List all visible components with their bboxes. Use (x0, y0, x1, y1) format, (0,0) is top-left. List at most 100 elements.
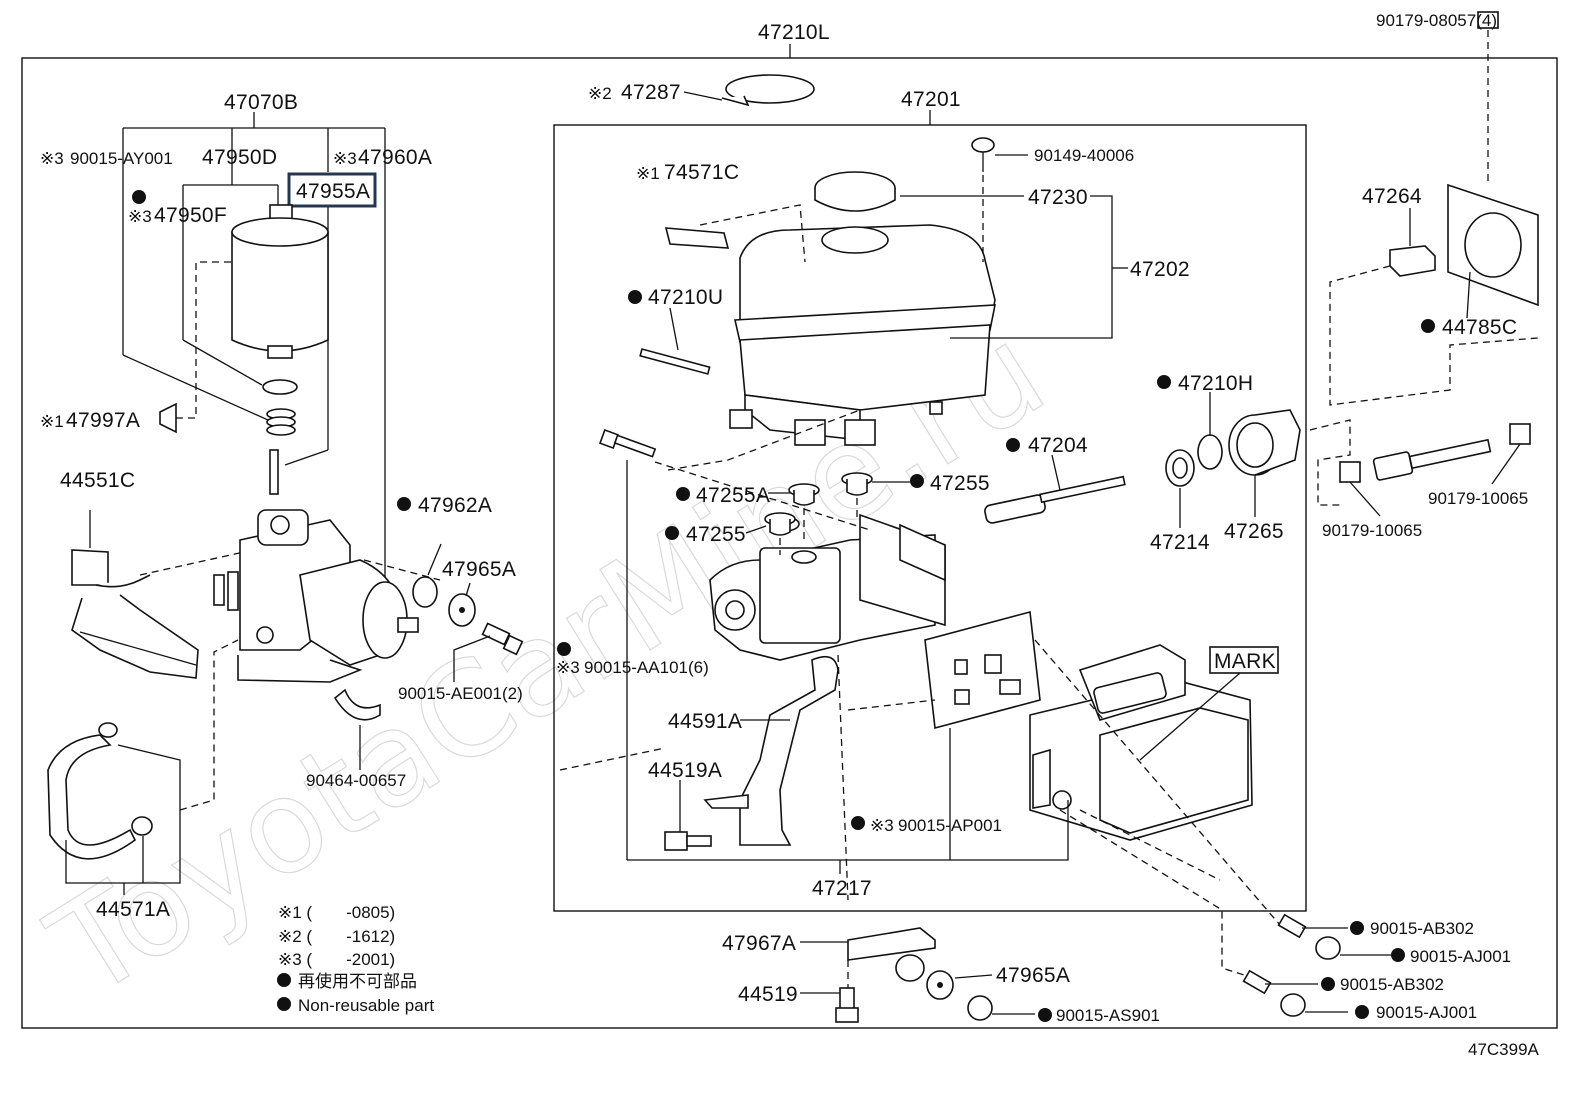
screw-90149 (971, 137, 995, 172)
label-47264: 47264 (1362, 185, 1422, 208)
gasket-plate (924, 610, 1041, 730)
legend-en-nonreusable: Non-reusable part (298, 996, 434, 1015)
label-47214: 47214 (1150, 531, 1210, 554)
mark-47950f: ※3 (128, 207, 152, 226)
label-47201: 47201 (901, 88, 961, 111)
pump-motor-assembly (213, 509, 419, 683)
mark-90015-aa101: ※3 (556, 658, 580, 677)
label-47210u: 47210U (648, 286, 723, 309)
label-47967a: 47967A (722, 932, 796, 955)
label-90015-ae001: 90015-AE001(2) (398, 684, 523, 703)
actuator-ecu (1029, 644, 1253, 841)
grommet-47255-b (764, 512, 796, 536)
filter-47965a (448, 593, 476, 627)
label-47960a: 47960A (358, 146, 432, 169)
label-47230: 47230 (1028, 186, 1088, 209)
label-90015-ay001: 90015-AY001 (70, 149, 173, 168)
bolts-90015-ab302 (1242, 913, 1307, 995)
gasket-44785c (1447, 183, 1539, 307)
filter-cartridge (231, 204, 329, 359)
legend-note-3: ※3 ( -2001) (278, 950, 395, 969)
seal-47962a (412, 576, 438, 608)
cap-47230 (814, 171, 896, 212)
label-47950f: 47950F (154, 204, 227, 227)
label-74571c: 74571C (664, 161, 739, 184)
mark-47960a: ※3 (333, 149, 357, 168)
boot-47265 (1228, 409, 1301, 476)
bolt-90015-aa101 (599, 429, 657, 458)
label-47955a: 47955A (296, 180, 370, 203)
label-90015-aj001-a: 90015-AJ001 (1410, 947, 1511, 966)
piston-47204 (984, 475, 1126, 524)
label-47202: 47202 (1130, 258, 1190, 281)
bolt-90179-08057 (1477, 11, 1499, 29)
block-47264 (1389, 245, 1436, 277)
label-47965a-left: 47965A (442, 558, 516, 581)
ring-47210h (1197, 434, 1223, 470)
label-47217: 47217 (812, 877, 872, 900)
grommet-47255a (788, 483, 820, 506)
label-47287: 47287 (621, 81, 681, 104)
ring-47287 (721, 74, 815, 107)
label-47255-b: 47255 (686, 523, 746, 546)
pin (269, 449, 279, 495)
label-90015-aa101: 90015-AA101(6) (584, 658, 709, 677)
legend-note-1: ※1 ( -0805) (278, 903, 395, 922)
seal-47214 (1165, 449, 1195, 487)
rod-90179-10065 (1339, 423, 1531, 483)
mark-label: MARK (1214, 650, 1276, 673)
label-47255-a: 47255 (930, 472, 990, 495)
mark-47287: ※2 (588, 84, 612, 103)
label-47070b: 47070B (224, 91, 298, 114)
label-44591a: 44591A (668, 710, 742, 733)
label-47210h: 47210H (1178, 372, 1253, 395)
label-90179-10065-a: 90179-10065 (1428, 489, 1528, 508)
mark-90015-ap001: ※3 (870, 816, 894, 835)
label-90179-08057: 90179-08057(4) (1376, 11, 1497, 30)
label-47265: 47265 (1224, 520, 1284, 543)
master-cylinder-body (709, 513, 946, 661)
label-47204: 47204 (1028, 434, 1088, 457)
label-90015-ab302-b: 90015-AB302 (1340, 975, 1444, 994)
legend: ※1 ( -0805) ※2 ( -1612) ※3 ( -2001) 再使用不… (278, 903, 434, 1015)
label-47950d: 47950D (202, 146, 277, 169)
mark-box (1209, 646, 1279, 674)
bolt-44519 (835, 987, 859, 1023)
label-47255a: 47255A (696, 484, 770, 507)
hose-44571a (47, 734, 137, 860)
label-90179-10065-b: 90179-10065 (1322, 521, 1422, 540)
seal-90015-as901 (967, 995, 993, 1021)
label-47965a-bottom: 47965A (996, 964, 1070, 987)
label-44785c: 44785C (1442, 316, 1517, 339)
label-90015-aj001-b: 90015-AJ001 (1376, 1003, 1477, 1022)
grommet-47255 (841, 472, 873, 496)
highlight-47955a (287, 172, 377, 208)
bracket-47967a (847, 927, 936, 961)
label-44519: 44519 (738, 983, 798, 1006)
legend-jp-nonreusable: 再使用不可部品 (298, 971, 417, 991)
hose-44551c (71, 549, 109, 586)
legend-note-2: ※2 ( -1612) (278, 927, 395, 946)
label-90015-ab302-a: 90015-AB302 (1370, 919, 1474, 938)
label-47962a: 47962A (418, 494, 492, 517)
bracket-plate (703, 794, 749, 809)
label-44551c: 44551C (60, 469, 135, 492)
spring (266, 408, 296, 436)
label-90015-as901: 90015-AS901 (1056, 1006, 1160, 1025)
o-ring (262, 379, 298, 395)
seal-47965a-bottom (895, 954, 954, 1000)
bolt-44519a (664, 831, 712, 851)
label-90015-ap001: 90015-AP001 (898, 816, 1002, 835)
label-47997a: 47997A (66, 409, 140, 432)
label-90149-40006: 90149-40006 (1034, 146, 1134, 165)
bolt-90015-ae001 (481, 622, 524, 656)
diagram-code: 47C399A (1468, 1040, 1540, 1059)
label-44571a: 44571A (96, 898, 170, 921)
label-44519a: 44519A (648, 759, 722, 782)
label-74571c (664, 227, 730, 249)
clamp-90464 (333, 688, 381, 721)
caps-90015-aj001 (1280, 936, 1341, 1017)
bracket-44591a (739, 655, 839, 846)
